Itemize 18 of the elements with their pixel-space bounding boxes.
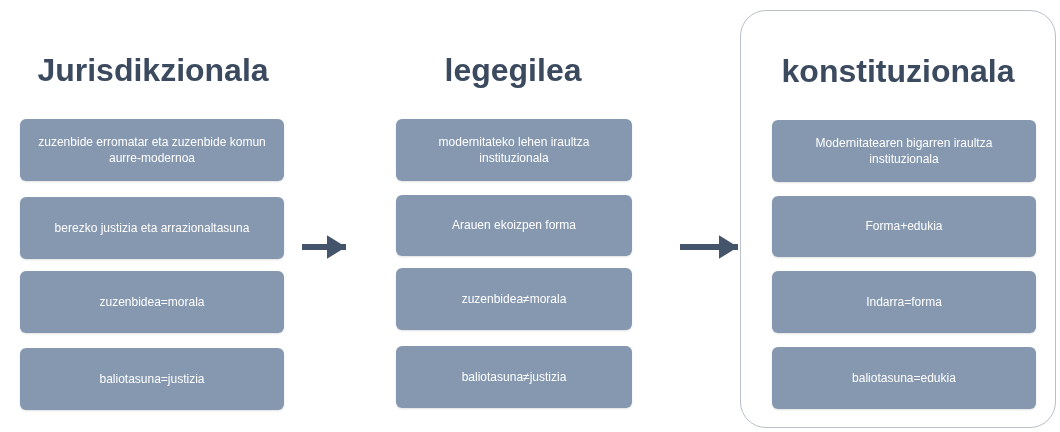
column-heading: legegilea [443,52,583,89]
concept-box: Modernitatearen bigarren iraultza instituzionala [772,120,1036,182]
column-heading: Jurisdikzionala [36,52,270,89]
arrow [302,235,346,259]
concept-box: Arauen ekoizpen forma [396,195,632,256]
concept-box: baliotasuna≠justizia [396,346,632,408]
column-heading: konstituzionala [780,53,1016,90]
concept-box: baliotasuna=edukia [772,347,1036,409]
concept-box: zuzenbide erromatar eta zuzenbide komun aurre-modernoa [20,119,284,181]
rounded-panel [740,10,1056,428]
concept-box: modernitateko lehen iraultza instituzionala [396,119,632,181]
concept-box: baliotasuna=justizia [20,348,284,410]
concept-box: Indarra=forma [772,271,1036,333]
concept-box: Forma+edukia [772,196,1036,257]
concept-box: berezko justizia eta arrazionaltasuna [20,197,284,259]
concept-box: zuzenbidea=morala [20,271,284,333]
concept-box: zuzenbidea≠morala [396,268,632,330]
arrow [680,235,738,259]
